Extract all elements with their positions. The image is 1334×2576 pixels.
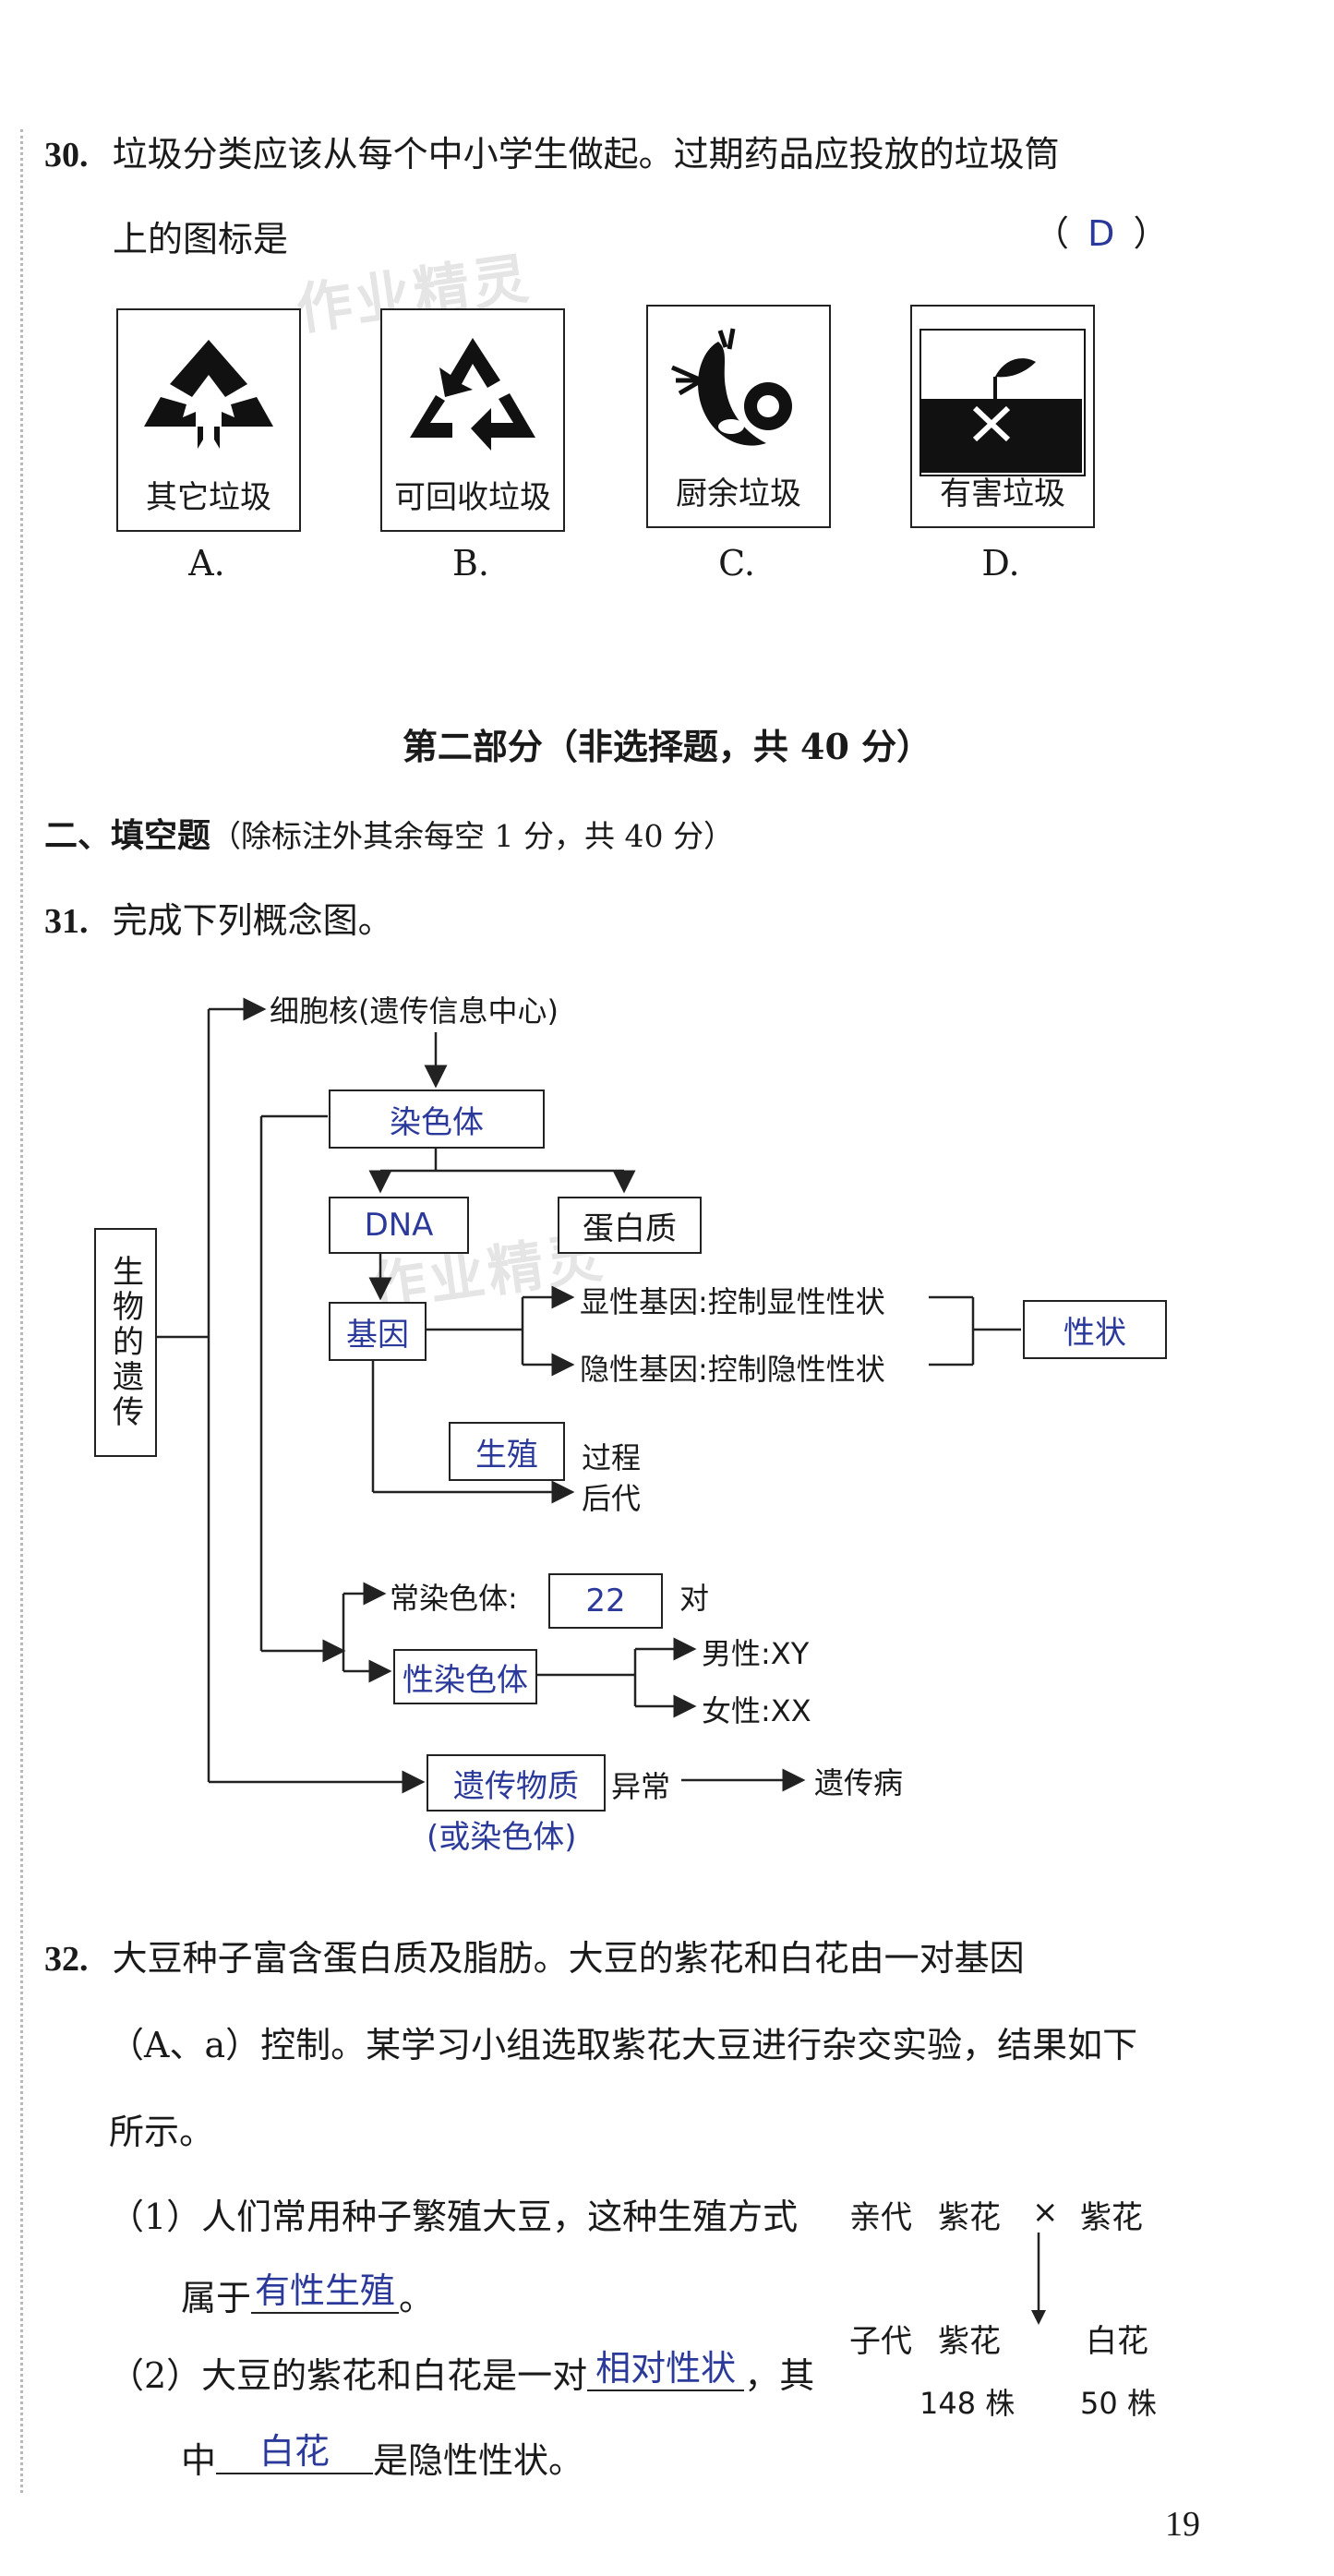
- q32-sub2-line1: （2）大豆的紫花和白花是一对相对性状，其: [109, 2348, 815, 2396]
- other-waste-icon: [144, 340, 273, 449]
- question-number: 30.: [44, 136, 89, 175]
- option-letter: A.: [188, 543, 225, 584]
- cross-offspring-label: 子代: [849, 2323, 912, 2360]
- bin-label: 可回收垃圾: [394, 479, 551, 516]
- option-letter: B.: [451, 543, 489, 584]
- question-number: 32.: [44, 1940, 89, 1979]
- q32-sub1-line2: 属于有性生殖。: [181, 2270, 435, 2318]
- binding-margin-line: [20, 129, 23, 2493]
- q31-text: 完成下列概念图。: [112, 900, 393, 941]
- q30-text: 垃圾分类应该从每个中小学生做起。过期药品应投放的垃圾筒: [112, 134, 1060, 175]
- cross-arrow: [1031, 2233, 1046, 2325]
- diagram-offspring: 后代: [582, 1481, 642, 1516]
- bin-option-d: 有害垃圾: [910, 305, 1095, 528]
- diagram-dna-box: DNA: [329, 1197, 469, 1254]
- diagram-autosome-count-box: 22: [548, 1573, 663, 1629]
- q32-sub2-answer: 相对性状: [587, 2347, 745, 2391]
- q30-line2: 上的图标是: [113, 219, 289, 259]
- diagram-male: 男性:XY: [702, 1636, 810, 1671]
- diagram-female: 女性:XX: [702, 1693, 811, 1728]
- q30-answer-paren: （ D ）: [1034, 213, 1169, 254]
- q30-answer: D: [1088, 213, 1115, 254]
- recycle-icon: [410, 338, 535, 451]
- cross-symbol: ×: [1032, 2194, 1059, 2231]
- q32-sub2-line2: 中白花是隐性性状。: [181, 2431, 584, 2481]
- diagram-gene-box: 基因: [329, 1302, 427, 1361]
- section-header: 二、填空题（除标注外其余每空 1 分，共 40 分）: [44, 809, 734, 857]
- q32-sub2-answer2: 白花: [216, 2430, 374, 2474]
- cross-child2: 白花: [1086, 2323, 1148, 2360]
- q32-line3: 所示。: [109, 2112, 215, 2152]
- diagram-root-box: 生物的遗传: [94, 1228, 157, 1457]
- food-waste-icon: [670, 328, 792, 446]
- q32-sub1-line1: （1）人们常用种子繁殖大豆，这种生殖方式: [109, 2197, 799, 2237]
- diagram-genetic-material-alt: (或染色体): [427, 1819, 577, 1856]
- diagram-chromosome-box: 染色体: [329, 1089, 545, 1149]
- question-number: 31.: [44, 902, 89, 941]
- hazardous-waste-icon: [921, 358, 1082, 473]
- bin-label: 厨余垃圾: [676, 475, 801, 512]
- diagram-trait-box: 性状: [1023, 1300, 1167, 1359]
- section-title: 二、填空题: [44, 817, 211, 855]
- diagram-autosome-label: 常染色体:: [390, 1581, 518, 1616]
- diagram-pair-unit: 对: [679, 1581, 710, 1616]
- diagram-sex-chromosome-box: 性染色体: [393, 1649, 537, 1704]
- q32-text: 大豆种子富含蛋白质及脂肪。大豆的紫花和白花由一对基因: [112, 1938, 1025, 1979]
- diagram-genetic-disease: 遗传病: [814, 1765, 904, 1800]
- diagram-abnormal: 异常: [611, 1769, 671, 1804]
- bin-option-a: 其它垃圾: [116, 308, 301, 532]
- q30-line1: 30. 垃圾分类应该从每个中小学生做起。过期药品应投放的垃圾筒: [44, 133, 1060, 176]
- diagram-recessive-gene: 隐性基因:控制隐性性状: [580, 1352, 885, 1387]
- bin-option-b: 可回收垃圾: [380, 308, 565, 532]
- q32-sub1-answer: 有性生殖: [251, 2269, 400, 2314]
- diagram-nucleus: 细胞核(遗传信息中心): [270, 993, 559, 1029]
- cross-count2: 50 株: [1080, 2386, 1157, 2421]
- bin-label: 有害垃圾: [940, 475, 1065, 512]
- bin-option-c: 厨余垃圾: [646, 305, 831, 528]
- cross-parent1: 紫花: [938, 2199, 1001, 2236]
- cross-count1: 148 株: [919, 2386, 1016, 2421]
- option-letter: C.: [718, 543, 755, 584]
- bin-label: 其它垃圾: [146, 479, 271, 516]
- cross-child1: 紫花: [938, 2323, 1001, 2360]
- diagram-protein-box: 蛋白质: [558, 1197, 702, 1254]
- cross-parent2: 紫花: [1080, 2199, 1143, 2236]
- cross-parent-label: 亲代: [849, 2199, 912, 2236]
- q32-line1: 32. 大豆种子富含蛋白质及脂肪。大豆的紫花和白花由一对基因: [44, 1937, 1025, 1980]
- section-note: （除标注外其余每空 1 分，共 40 分）: [210, 818, 734, 854]
- page-number: 19: [1165, 2505, 1200, 2544]
- diagram-process: 过程: [582, 1440, 642, 1475]
- diagram-dominant-gene: 显性基因:控制显性性状: [580, 1284, 885, 1319]
- diagram-reproduction-box: 生殖: [449, 1422, 565, 1481]
- q31-line: 31. 完成下列概念图。: [44, 899, 393, 943]
- option-letter: D.: [981, 543, 1020, 584]
- q32-line2: （A、a）控制。某学习小组选取紫花大豆进行杂交实验，结果如下: [109, 2025, 1138, 2065]
- diagram-genetic-material-box: 遗传物质: [427, 1754, 606, 1812]
- part-title: 第二部分（非选择题，共 40 分）: [402, 726, 932, 767]
